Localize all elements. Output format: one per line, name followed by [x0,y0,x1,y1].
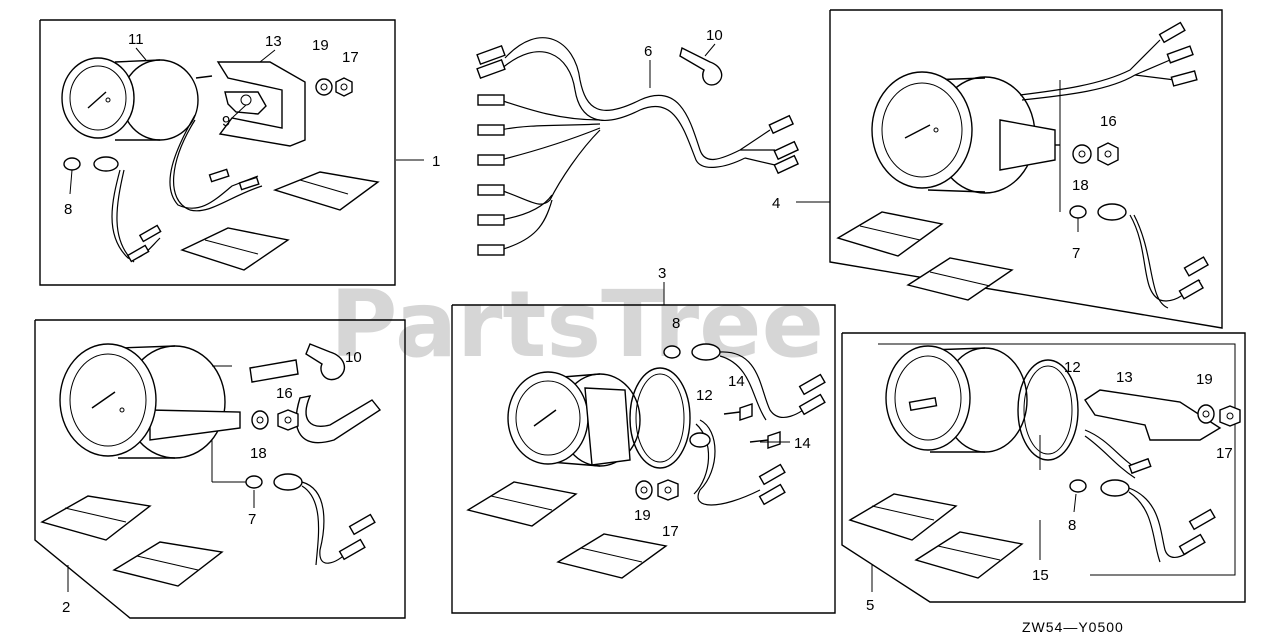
callout-7-kit2: 7 [248,511,256,528]
harness-6 [476,37,800,256]
kit-3-box [451,304,836,614]
kit-1-box [39,19,396,286]
callout-5: 5 [866,597,874,614]
callout-19: 19 [312,37,329,54]
callout-7-kit4: 7 [1072,245,1080,262]
kit-1-gauge [61,57,213,141]
kit-5-bracket-13 [1084,389,1222,441]
kit-3-gauge [507,371,641,467]
callout-4: 4 [772,195,780,212]
kit-2-clip-10 [305,343,346,381]
kit-3-ring-12 [629,367,691,469]
kit-4-box [829,9,1223,329]
callout-labels: 11 13 19 17 9 1 8 10 6 3 4 16 18 7 10 16… [62,27,1233,616]
kit-3-wiring [663,343,826,506]
kit-3-bolts-14 [723,403,781,449]
diagram-code: ZW54—Y0500 [1022,619,1124,635]
callout-14-a: 14 [728,373,745,390]
kit-4-nut-16 [1097,142,1119,166]
callout-2: 2 [62,599,70,616]
callout-13-kit5: 13 [1116,369,1133,386]
callout-14-b: 14 [794,435,811,452]
callout-19-kit3: 19 [634,507,651,524]
kit-1-nut-19 [315,78,333,96]
kit-1-nut-17 [335,77,353,97]
kit-5-ring-12 [1017,359,1079,461]
callout-10-kit2: 10 [345,349,362,366]
clip-10-top [679,46,723,86]
kit-1-wiring [63,114,263,263]
callout-16-kit4: 16 [1100,113,1117,130]
kit-2-manuals [40,495,224,587]
kit-3-manuals [466,481,668,579]
callout-9: 9 [222,113,230,130]
callout-12-kit5: 12 [1064,359,1081,376]
callout-8-kit3: 8 [672,315,680,332]
callout-15: 15 [1032,567,1049,584]
callout-17-kit5: 17 [1216,445,1233,462]
kit-4-wiring [1019,21,1209,309]
kit-2-washer-18 [251,410,269,430]
kit-3-nut-17 [657,479,679,501]
kit-4-gauge [871,71,1060,194]
callout-12-kit3: 12 [696,387,713,404]
kit-5-washer-19 [1197,404,1215,424]
callout-17: 17 [342,49,359,66]
watermark: PartsTree [330,271,824,378]
kit-5-wiring [1069,429,1216,563]
kit-2-wiring [245,473,376,566]
kit-2-box [34,319,406,619]
callout-19-kit5: 19 [1196,371,1213,388]
callout-1: 1 [432,153,440,170]
kit-4-manuals [836,211,1014,301]
kit-1-bracket [216,61,306,147]
kit-1-manuals [180,171,380,271]
kit-5-box [841,332,1246,603]
callout-18-kit4: 18 [1072,177,1089,194]
callout-11: 11 [128,31,144,48]
callout-10-top: 10 [706,27,723,44]
kit-5-nut-17 [1219,405,1241,427]
leader-lines [67,43,1079,592]
kit-5-gauge [885,345,1028,453]
kit-4-washer-18 [1072,144,1092,164]
kit-5-manuals [848,493,1024,579]
callout-8-kit5: 8 [1068,517,1076,534]
callout-8-kit1: 8 [64,201,72,218]
callout-16-kit2: 16 [276,385,293,402]
kit-2-nut-16 [277,409,299,431]
callout-3: 3 [658,265,666,282]
kit-2-gauge [59,343,241,459]
callout-18-kit2: 18 [250,445,267,462]
callout-13: 13 [265,33,282,50]
kit-3-washer-19 [635,480,653,500]
callout-17-kit3: 17 [662,523,679,540]
callout-6: 6 [644,43,652,60]
